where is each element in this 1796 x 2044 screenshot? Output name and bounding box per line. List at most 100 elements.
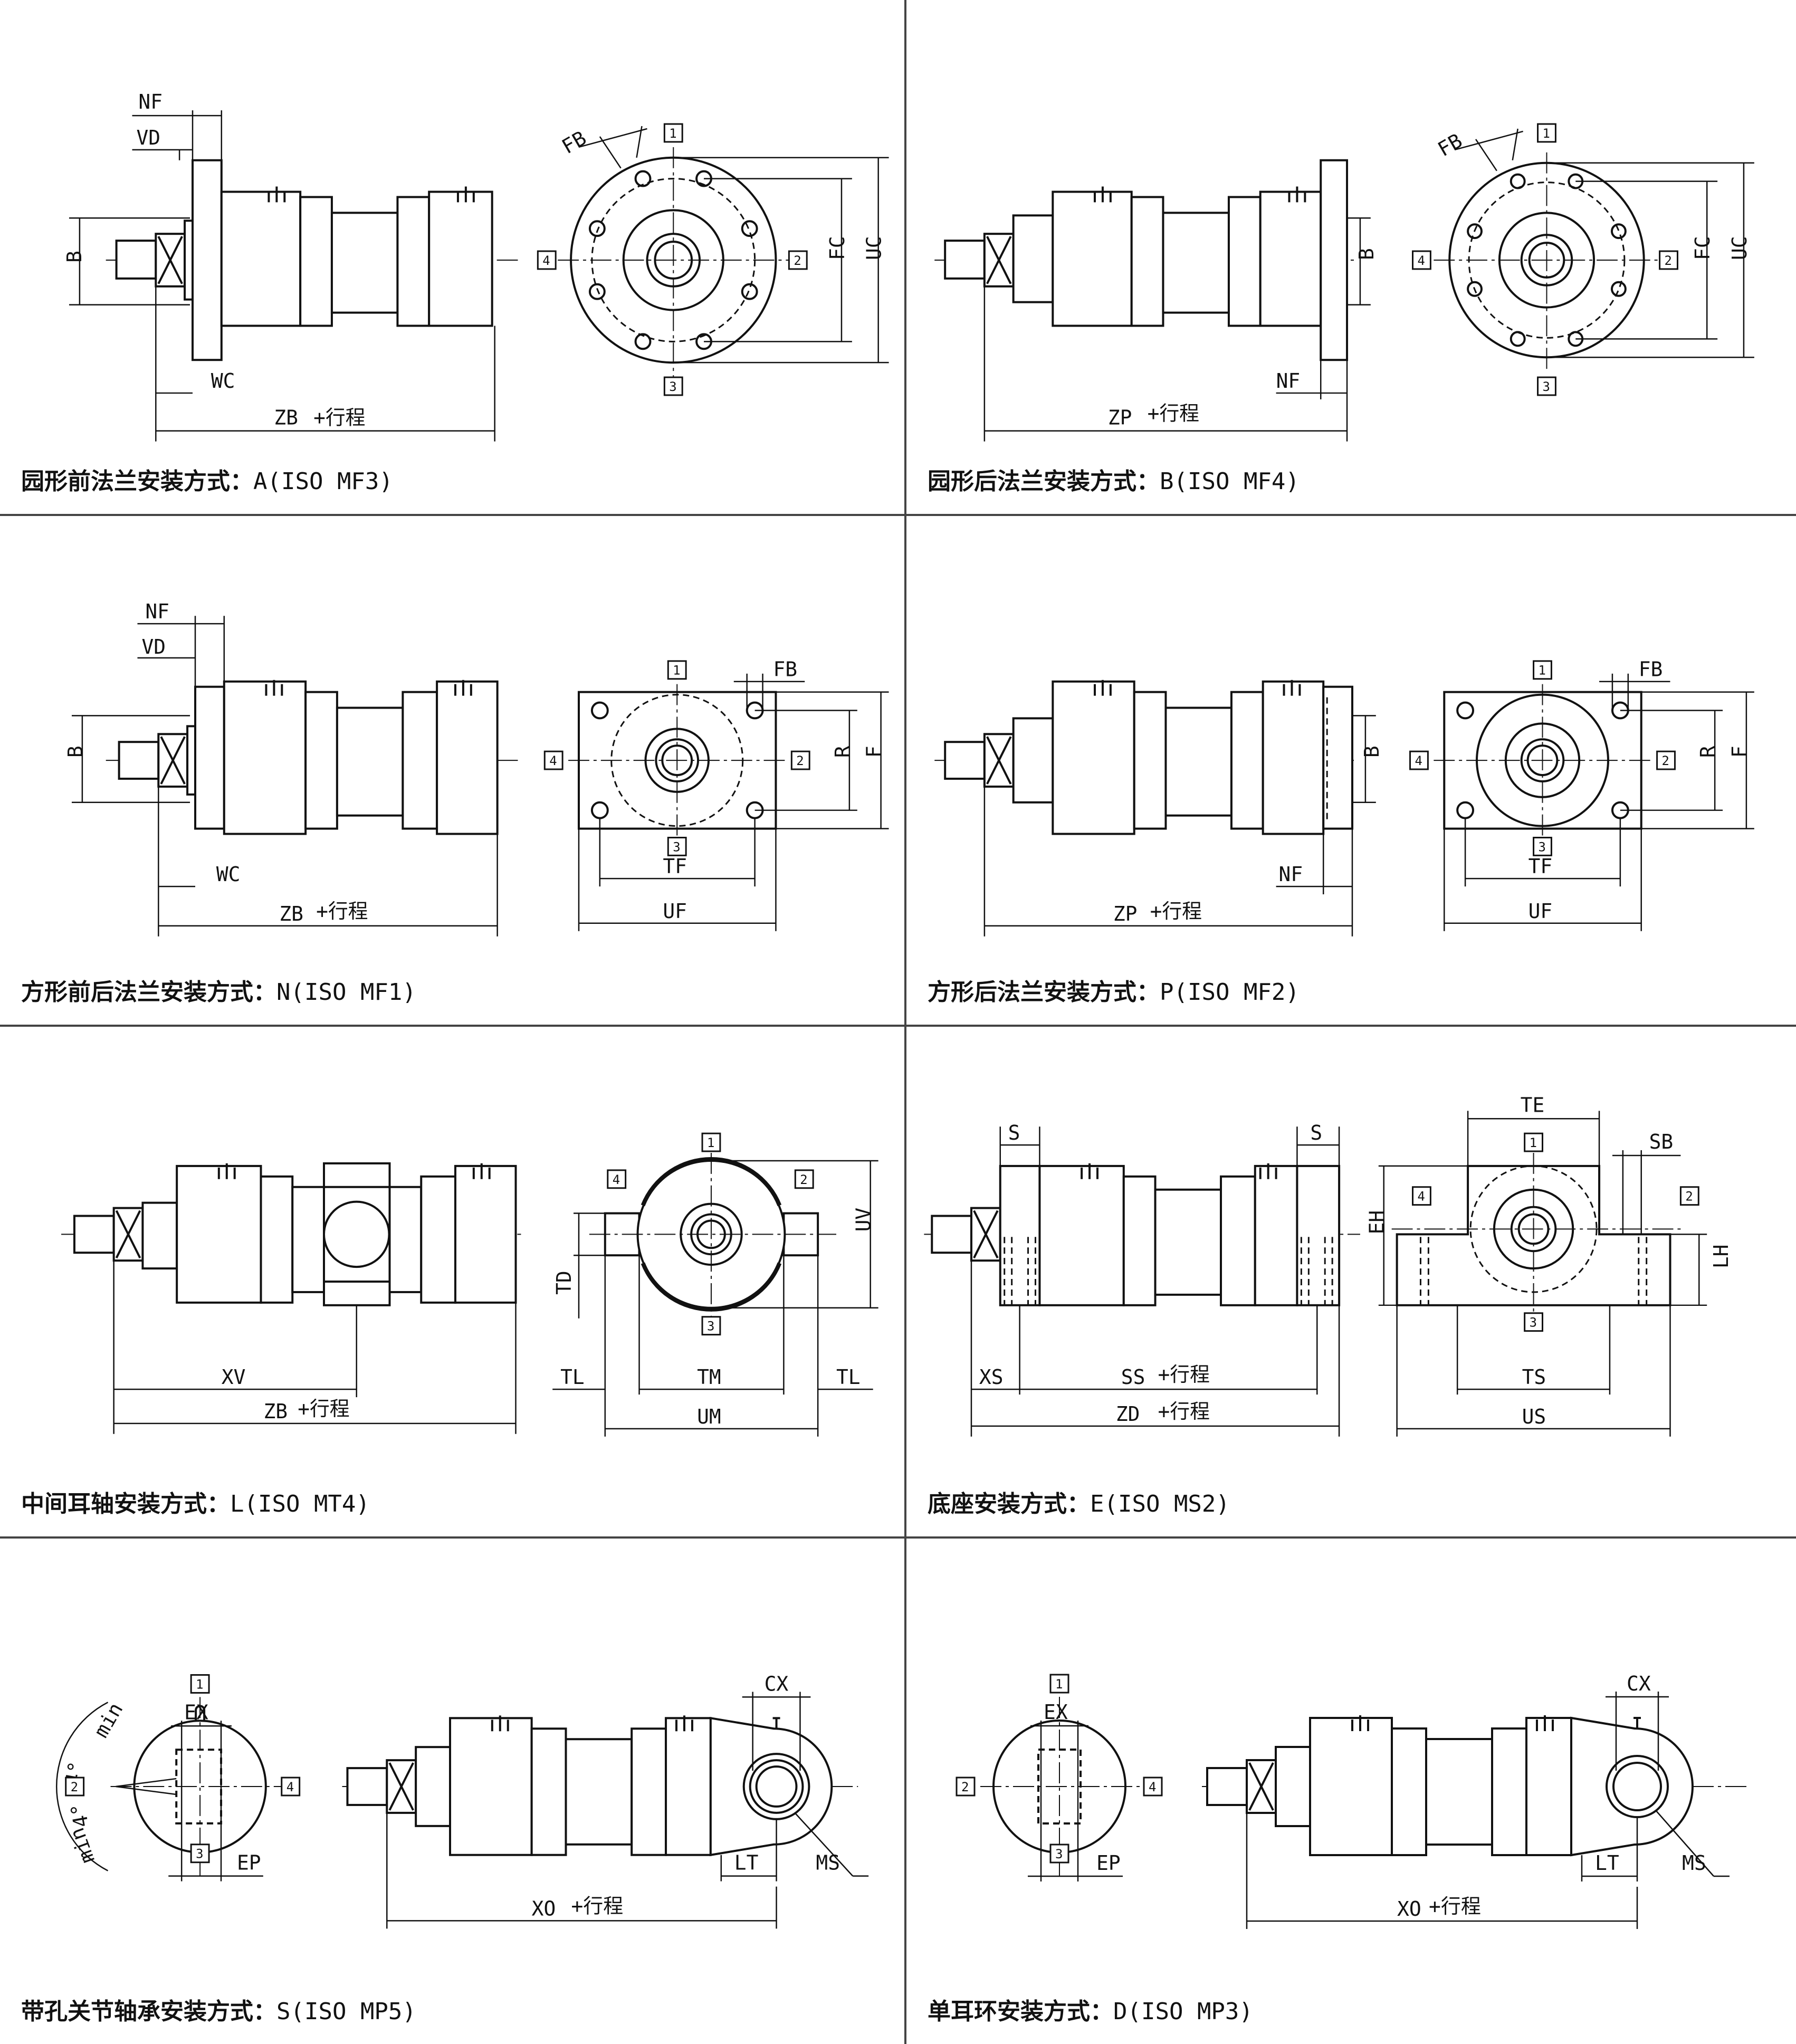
drawing-mount-l: XV ZB +行程 [61,1132,878,1437]
side-view: CX LT MS XO +行程 [1202,1672,1751,1929]
angle-min-bottom: min [65,1825,99,1866]
caption-text: 园形后法兰安装方式： [928,468,1160,495]
dim-s-right: S [1310,1121,1322,1144]
dim-nf: NF [138,90,163,113]
caption-mount-b: 园形后法兰安装方式：B(ISO MF4) [928,462,1300,496]
marker-1: 1 [1055,1677,1063,1692]
dim-b: B [64,746,87,758]
caption-mount-d: 单耳环安装方式：D(ISO MP3) [928,1992,1253,2026]
side-view: XV ZB +行程 [61,1162,521,1434]
dim-uf: UF [663,900,687,923]
dim-ts: TS [1522,1365,1546,1389]
dim-lt: LT [1595,1851,1619,1875]
side-view: B NF ZP +行程 [934,159,1378,442]
dim-td: TD [552,1271,576,1295]
drawing-mount-s: EX EP min min 4° 4° 1 2 3 4 [55,1672,869,1929]
caption-text: 中间耳轴安装方式： [21,1491,230,1517]
end-view: FB FC UC 1 2 3 4 [1412,123,1754,396]
dim-tl-right: TL [836,1365,861,1389]
dim-wc: WC [216,863,241,886]
dim-nf: NF [145,600,169,623]
marker-4: 4 [613,1172,620,1187]
marker-3: 3 [673,839,680,854]
dim-f: F [863,746,886,758]
caption-text: 单耳环安装方式： [928,1998,1113,2025]
marker-2: 2 [796,753,804,768]
dim-uf: UF [1528,900,1553,923]
dim-uc: UC [1728,236,1751,260]
panel-mount-s: EX EP min min 4° 4° 1 2 3 4 [0,1539,906,2044]
panel-mount-n: NF VD B WC ZB +行程 [0,516,906,1027]
caption-mount-e: 底座安装方式：E(ISO MS2) [928,1485,1230,1518]
dim-r: R [1696,746,1719,758]
marker-2: 2 [71,1780,78,1794]
marker-3: 3 [1539,839,1546,854]
dim-zp: ZP [1113,902,1138,925]
panel-mount-e: S S XS SS +行程 ZD +行程 [906,1027,1796,1539]
end-view: FB R F TF UF 1 2 3 4 [543,658,889,931]
dim-ep: EP [237,1851,261,1875]
caption-text: 带孔关节轴承安装方式： [21,1998,276,2025]
dim-zp: ZP [1108,406,1132,429]
caption-mount-l: 中间耳轴安装方式：L(ISO MT4) [21,1485,370,1518]
dim-vd: VD [141,635,166,658]
marker-1: 1 [1543,126,1550,141]
stroke-label: +行程 [1150,900,1202,923]
drawing-mount-d: EX EP 1 2 3 4 [956,1672,1751,1929]
stroke-label: +行程 [1158,1363,1210,1386]
panel-mount-p: B NF ZP +行程 [906,516,1796,1027]
dim-um: UM [697,1405,721,1428]
marker-3: 3 [1543,379,1550,394]
dim-zd: ZD [1116,1402,1140,1426]
side-view: CX LT MS XO +行程 [342,1672,869,1929]
caption-mount-a: 园形前法兰安装方式：A(ISO MF3) [21,462,393,496]
dim-wc: WC [211,369,235,393]
end-view: FB FC UC 1 2 3 4 [537,123,889,396]
marker-2: 2 [1685,1189,1693,1204]
dim-xv: XV [222,1365,246,1389]
dim-zb: ZB [274,406,298,429]
drawing-mount-e: S S XS SS +行程 ZD +行程 [924,1093,1733,1437]
dim-tm: TM [697,1365,721,1389]
marker-1: 1 [673,663,680,678]
stroke-label: +行程 [1429,1895,1481,1918]
dim-us: US [1522,1405,1546,1428]
panel-mount-a: NF VD B WC ZB +行程 [0,0,906,516]
caption-code: B(ISO MF4) [1160,468,1300,495]
dim-sb: SB [1649,1130,1674,1153]
caption-code: A(ISO MF3) [253,468,393,495]
dim-lt: LT [734,1851,759,1875]
marker-3: 3 [669,379,676,394]
marker-3: 3 [707,1319,714,1334]
marker-1: 1 [707,1135,714,1150]
dim-nf: NF [1279,863,1303,886]
marker-3: 3 [1055,1847,1063,1861]
marker-3: 3 [1530,1315,1537,1330]
marker-2: 2 [961,1780,969,1794]
dim-nf: NF [1276,369,1301,393]
drawing-mount-b: B NF ZP +行程 [934,123,1754,442]
drawing-mount-n: NF VD B WC ZB +行程 [64,600,889,937]
dim-tf: TF [1528,855,1553,878]
dim-s-left: S [1008,1121,1020,1144]
caption-text: 方形后法兰安装方式： [928,979,1160,1006]
marker-4: 4 [1149,1780,1156,1794]
drawing-mount-p: B NF ZP +行程 [934,658,1754,937]
marker-3: 3 [196,1847,203,1861]
dim-fb: FB [1639,658,1663,681]
drawing-mount-a: NF VD B WC ZB +行程 [63,90,889,442]
caption-code: N(ISO MF1) [276,979,416,1006]
dim-eh: EH [1365,1210,1389,1235]
marker-4: 4 [549,753,557,768]
caption-mount-p: 方形后法兰安装方式：P(ISO MF2) [928,973,1300,1007]
dim-ex: EX [184,1701,208,1724]
marker-2: 2 [800,1172,807,1187]
angle-min-top: min [89,1698,127,1741]
caption-text: 底座安装方式： [928,1491,1090,1517]
dim-r: R [831,746,854,758]
caption-code: L(ISO MT4) [230,1491,370,1517]
panel-mount-b: B NF ZP +行程 [906,0,1796,516]
side-view: NF VD B WC ZB +行程 [64,600,521,937]
caption-text: 园形前法兰安装方式： [21,468,253,495]
marker-4: 4 [1417,253,1425,268]
